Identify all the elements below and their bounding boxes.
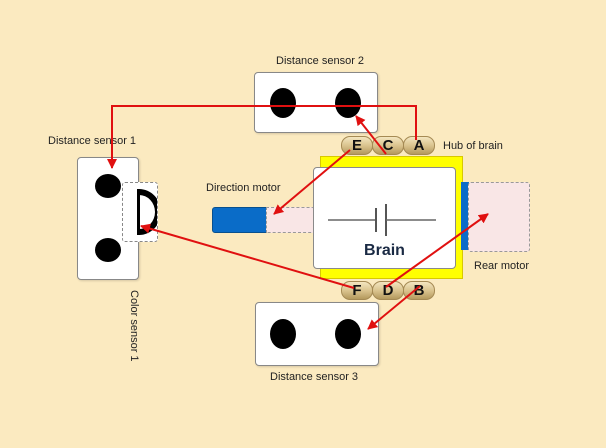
port-b: B xyxy=(403,281,435,300)
distance-sensor-2-label: Distance sensor 2 xyxy=(276,55,365,67)
direction-motor-body xyxy=(212,207,270,233)
color-sensor-1-lens-icon xyxy=(137,189,157,235)
distance-sensor-1-eye-top xyxy=(95,174,121,198)
direction-motor-label: Direction motor xyxy=(206,182,281,194)
wire-e-to-direction-motor xyxy=(273,149,351,215)
distance-sensor-3-eye-left xyxy=(270,319,296,349)
wire-a-to-distance-sensor-1 xyxy=(107,105,417,169)
color-sensor-1 xyxy=(122,182,158,242)
wire-b-to-distance-sensor-3 xyxy=(367,285,421,330)
wire-c-to-distance-sensor-2 xyxy=(355,115,387,155)
distance-sensor-1-eye-bottom xyxy=(95,238,121,262)
distance-sensor-3 xyxy=(255,302,379,366)
port-a: A xyxy=(403,136,435,155)
hub-of-brain-label: Hub of brain xyxy=(443,140,503,152)
brain-symbol-icon xyxy=(328,204,436,236)
distance-sensor-1-label: Distance sensor 1 xyxy=(48,135,137,147)
brain-label: Brain xyxy=(364,242,405,259)
wire-d-to-rear-motor xyxy=(385,213,489,288)
wire-f-to-color-sensor-1 xyxy=(140,223,355,289)
distance-sensor-3-label: Distance sensor 3 xyxy=(270,371,359,383)
rear-motor-label: Rear motor xyxy=(474,260,530,272)
brain-module: Brain xyxy=(313,167,456,269)
port-d: D xyxy=(372,281,404,300)
distance-sensor-2-eye-right xyxy=(335,88,361,118)
rear-motor-mount xyxy=(461,182,469,250)
distance-sensor-2-eye-left xyxy=(270,88,296,118)
distance-sensor-3-eye-right xyxy=(335,319,361,349)
